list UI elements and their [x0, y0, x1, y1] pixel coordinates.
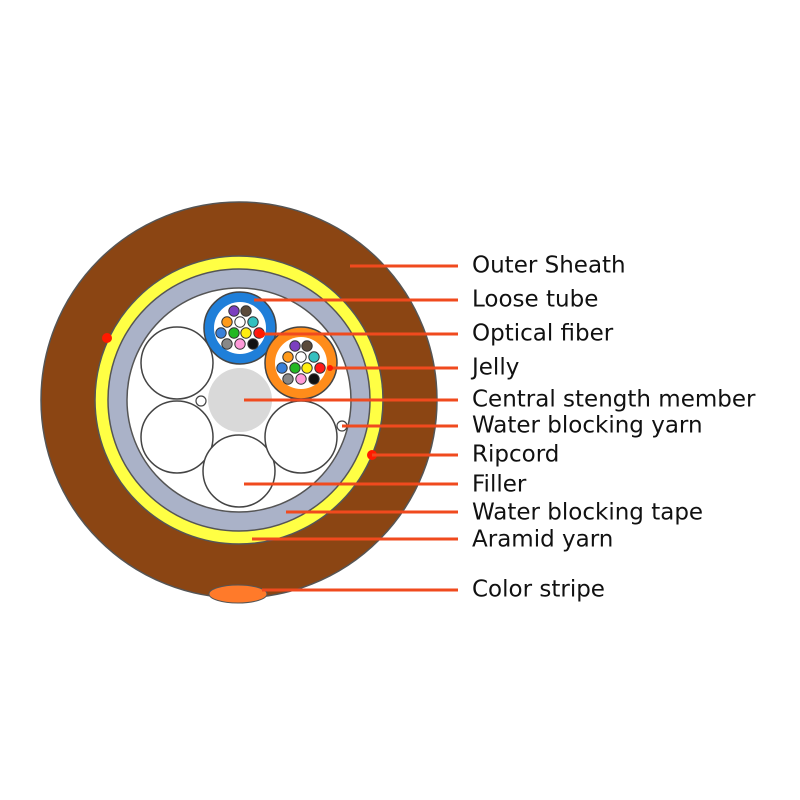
- optical-fiber: [228, 305, 240, 317]
- optical-fiber: [247, 338, 259, 350]
- label-outer-sheath: Outer Sheath: [472, 253, 626, 279]
- optical-fiber: [240, 305, 252, 317]
- leader-dot-jelly: [327, 365, 333, 371]
- filler: [264, 400, 338, 474]
- optical-fiber: [289, 362, 301, 374]
- optical-fiber: [221, 338, 233, 350]
- filler: [140, 400, 214, 474]
- central-strength-member: [208, 368, 272, 432]
- label-water-blocking-tape: Water blocking tape: [472, 500, 703, 526]
- optical-fiber: [308, 373, 320, 385]
- label-ripcord: Ripcord: [472, 442, 559, 468]
- optical-fiber: [282, 373, 294, 385]
- color-stripe: [208, 584, 268, 604]
- leader-dot-optical-fiber: [257, 330, 265, 338]
- optical-fiber: [215, 327, 227, 339]
- optical-fiber: [295, 373, 307, 385]
- optical-fiber: [301, 340, 313, 352]
- label-filler: Filler: [472, 472, 527, 498]
- label-water-blocking-yarn: Water blocking yarn: [472, 413, 703, 439]
- label-optical-fiber: Optical fiber: [472, 321, 614, 347]
- label-jelly: Jelly: [470, 355, 519, 381]
- optical-fiber: [301, 362, 313, 374]
- optical-fiber: [234, 316, 246, 328]
- optical-fiber: [221, 316, 233, 328]
- optical-fiber: [308, 351, 320, 363]
- loose-tube-blue: [203, 291, 277, 365]
- label-aramid-yarn: Aramid yarn: [472, 527, 613, 553]
- loose-tube-orange: [264, 326, 338, 400]
- label-color-stripe: Color stripe: [472, 577, 605, 603]
- optical-fiber: [282, 351, 294, 363]
- optical-fiber: [276, 362, 288, 374]
- optical-fiber: [228, 327, 240, 339]
- optical-fiber: [247, 316, 259, 328]
- label-central-strength-member: Central stength member: [472, 387, 756, 413]
- label-loose-tube: Loose tube: [472, 287, 598, 313]
- optical-fiber: [234, 338, 246, 350]
- ripcord: [102, 333, 112, 343]
- water-blocking-yarn: [195, 395, 207, 407]
- optical-fiber: [295, 351, 307, 363]
- optical-fiber: [240, 327, 252, 339]
- filler: [202, 434, 276, 508]
- optical-fiber: [314, 362, 326, 374]
- filler: [140, 326, 214, 400]
- optical-fiber: [289, 340, 301, 352]
- optical-fiber-bundle: [276, 340, 326, 385]
